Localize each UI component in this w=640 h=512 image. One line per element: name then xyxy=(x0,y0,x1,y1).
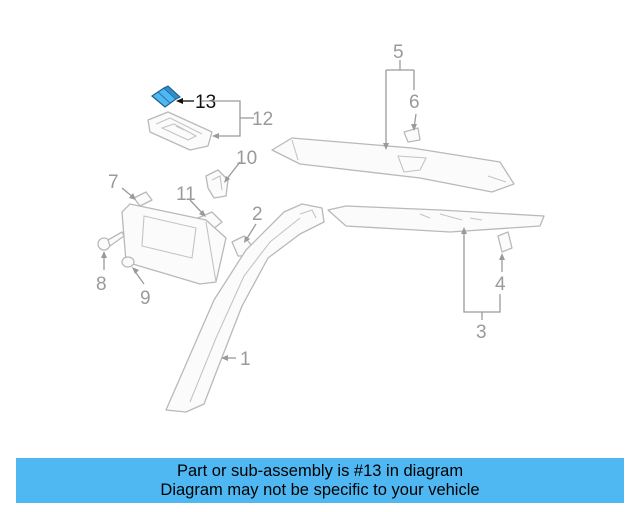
leader-5 xyxy=(385,60,415,146)
callout-12[interactable]: 12 xyxy=(252,109,273,130)
callout-2[interactable]: 2 xyxy=(252,204,263,225)
part-5-header-trim[interactable] xyxy=(271,127,515,193)
callout-5[interactable]: 5 xyxy=(393,42,404,63)
callout-6[interactable]: 6 xyxy=(409,92,420,113)
arrow-11 xyxy=(199,210,206,217)
part-sun-visor[interactable] xyxy=(121,191,227,285)
arrow-8 xyxy=(101,251,107,258)
arrow-12 xyxy=(212,133,219,139)
callout-8[interactable]: 8 xyxy=(96,274,107,295)
callout-13[interactable]: 13 xyxy=(195,92,216,113)
leader-2 xyxy=(245,223,257,241)
arrow-13 xyxy=(176,98,183,104)
part-1-pillar-trim[interactable] xyxy=(165,203,325,413)
arrow-6 xyxy=(411,124,417,131)
callout-7[interactable]: 7 xyxy=(108,172,119,193)
leader-12 xyxy=(202,100,254,137)
part-12-lamp-housing[interactable] xyxy=(147,111,213,151)
banner-line-1: Part or sub-assembly is #13 in diagram xyxy=(176,461,464,480)
callout-3[interactable]: 3 xyxy=(476,322,487,343)
callout-9[interactable]: 9 xyxy=(140,288,151,309)
leader-10 xyxy=(225,161,241,181)
arrow-4 xyxy=(499,253,505,260)
arrow-9 xyxy=(132,267,139,274)
part-7-visor-hinge xyxy=(133,191,153,207)
part-10-clip[interactable] xyxy=(205,169,229,199)
arrow-7 xyxy=(129,193,136,200)
part-9-ring[interactable] xyxy=(121,256,135,268)
leader-3 xyxy=(463,230,501,320)
part-6-clip xyxy=(403,127,421,143)
callout-4[interactable]: 4 xyxy=(495,274,506,295)
callout-11[interactable]: 11 xyxy=(176,184,196,205)
arrow-3 xyxy=(461,227,467,234)
banner-line-2: Diagram may not be specific to your vehi… xyxy=(160,480,480,499)
callout-10[interactable]: 10 xyxy=(236,148,257,169)
part-8-screw[interactable] xyxy=(97,231,125,251)
parts-diagram: 13 12 10 11 7 2 8 xyxy=(96,42,545,413)
part-3-roof-rail-trim[interactable] xyxy=(327,205,545,253)
part-13-bulb[interactable] xyxy=(151,85,181,108)
arrow-1 xyxy=(221,355,228,361)
info-banner: Part or sub-assembly is #13 in diagram D… xyxy=(16,458,624,503)
arrow-2 xyxy=(244,236,250,243)
arrow-5 xyxy=(383,143,389,150)
callout-1[interactable]: 1 xyxy=(240,349,251,370)
part-4-clip xyxy=(497,231,513,253)
arrow-10 xyxy=(224,176,230,183)
